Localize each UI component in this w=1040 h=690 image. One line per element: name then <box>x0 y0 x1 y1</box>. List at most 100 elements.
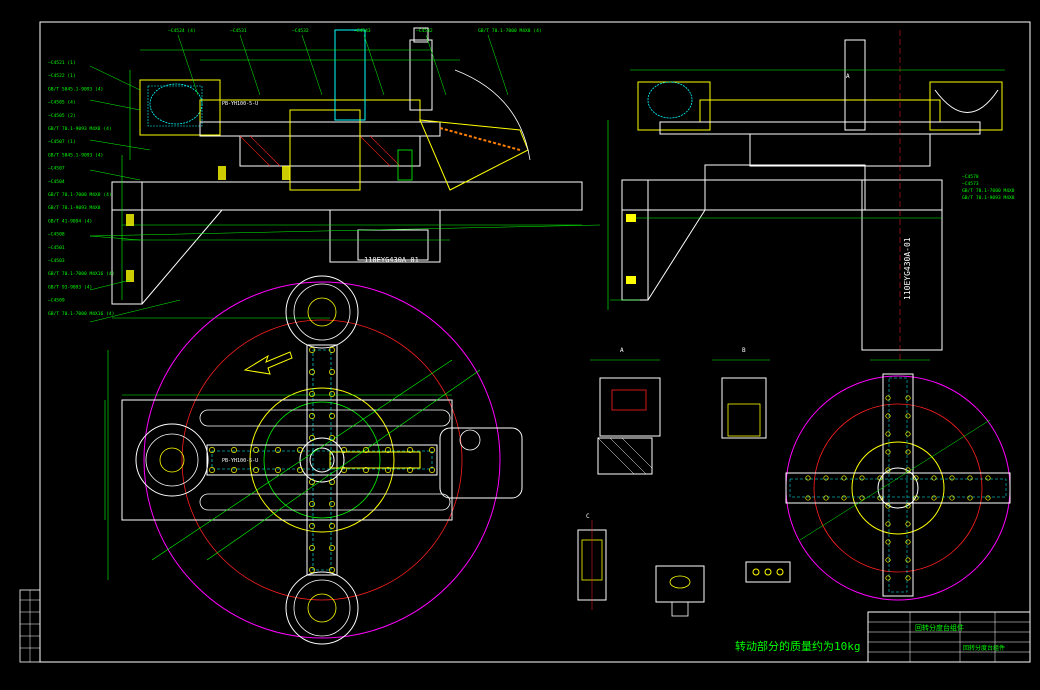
bolt-hole <box>275 447 281 453</box>
bolt-hole <box>329 567 335 573</box>
top-callout-leaders <box>177 34 509 96</box>
bolt-hole <box>885 557 891 563</box>
bolt-hole <box>309 413 315 419</box>
bolt-hole <box>329 347 335 353</box>
bolt-hole <box>407 467 413 473</box>
callout-label-left: —C4508 <box>48 232 65 238</box>
bolt-hole <box>905 431 911 437</box>
callout-leader-top <box>239 34 261 96</box>
bolt-hole <box>985 475 991 481</box>
bolt-hole <box>309 479 315 485</box>
side-section-view: 110EYG430A-01 A <box>607 30 1005 360</box>
callout-label-left: GB/T 41-9094 (4) <box>48 218 92 224</box>
bolt-hole <box>905 395 911 401</box>
callout-label-left: GB/T 70.1-7000 M4X16 (4) <box>48 271 114 277</box>
margin-table-lines <box>20 590 40 662</box>
callout-label-left: —C4501 <box>48 245 65 251</box>
callout-label-right: GB/T 70.1-9093 M4X8 <box>962 195 1015 201</box>
bolt-hole <box>905 575 911 581</box>
bolt-hole <box>885 539 891 545</box>
bolt-hole <box>309 347 315 353</box>
bolt-hole <box>877 495 883 501</box>
callout-label-left: —C4507 (1) <box>48 139 76 145</box>
bolt-hole <box>967 495 973 501</box>
bolt-hole <box>329 369 335 375</box>
callout-label-left: GB/T 5845.1-9093 (4) <box>48 152 103 158</box>
bolt-hole <box>805 475 811 481</box>
title-drawing-code: 回转分度台组件 <box>963 644 1005 652</box>
bolt-hole <box>363 467 369 473</box>
front-part-no: 110EYG430A-01 <box>364 256 419 264</box>
bolt-hole <box>407 447 413 453</box>
bolt-hole <box>329 391 335 397</box>
callout-label-left: —C4521 (1) <box>48 60 76 66</box>
callout-leader-top <box>363 34 385 96</box>
bolt-hole <box>949 495 955 501</box>
bolt-hole <box>385 447 391 453</box>
bolt-hole <box>429 467 435 473</box>
detail-view-e <box>745 561 791 583</box>
bolt-hole <box>885 521 891 527</box>
callout-label-left: GB/T 70.1-7000 M4X8 (4) <box>48 192 112 198</box>
bolt-hole <box>275 467 281 473</box>
bolt-hole <box>859 475 865 481</box>
bolt-hole <box>823 495 829 501</box>
weight-note: 转动部分的质量约为10kg <box>735 639 861 653</box>
bolt-hole <box>905 503 911 509</box>
callout-label-left: —C4509 <box>48 298 65 304</box>
bolt-hole <box>885 395 891 401</box>
callout-leader-top <box>425 34 447 96</box>
bolt-holes-large <box>209 347 435 573</box>
bolt-hole <box>905 449 911 455</box>
bolt-hole <box>363 447 369 453</box>
callout-label-right: —C4573 <box>962 181 979 187</box>
callout-label-left: —C4505 (2) <box>48 113 76 119</box>
callout-label-left: —C4503 <box>48 258 65 264</box>
front-pn-label: PB-YH100-5-U <box>222 101 258 107</box>
bolt-hole <box>885 575 891 581</box>
bolt-hole <box>931 475 937 481</box>
callout-leader-top <box>487 34 509 96</box>
front-section-view: 110EYG430A-01 PB-YH100-5-U <box>111 27 583 319</box>
bolt-hole <box>823 475 829 481</box>
callout-label-left: GB/T 70.1-9093 M4X8 (4) <box>48 126 112 132</box>
bolt-hole <box>209 447 215 453</box>
bolt-hole <box>341 467 347 473</box>
bolt-hole <box>905 539 911 545</box>
bolt-hole <box>209 467 215 473</box>
bolt-hole <box>309 523 315 529</box>
detail-a-label: A <box>620 347 624 354</box>
bolt-hole <box>913 495 919 501</box>
title-drawing-name: 回转分度台组件 <box>915 623 964 632</box>
callout-leader-top <box>177 34 199 96</box>
callout-label-right: GB/T 70.1-7000 M4X8 <box>962 188 1015 194</box>
side-part-no: 110EYG430A-01 <box>903 237 912 300</box>
callout-label-top: —C4542 <box>416 28 433 34</box>
bolt-hole <box>429 447 435 453</box>
plan-view-small <box>785 359 1011 601</box>
bolt-hole <box>385 467 391 473</box>
bolt-hole <box>329 435 335 441</box>
bolt-hole <box>309 435 315 441</box>
bolt-hole <box>309 501 315 507</box>
callout-label-top: —C4524 (4) <box>168 28 196 34</box>
bolt-hole <box>329 545 335 551</box>
bolt-hole <box>905 521 911 527</box>
bolt-hole <box>931 495 937 501</box>
callout-label-top: —C4543 <box>354 28 371 34</box>
sheet-border <box>39 21 1031 663</box>
callout-label-top: GB/T 70.1-7000 M4X8 (4) <box>478 28 542 34</box>
detail-view-d <box>655 565 705 617</box>
bolt-hole <box>859 495 865 501</box>
bolt-hole <box>885 503 891 509</box>
plan-pn-label: PB-YH100-5-U <box>222 458 258 464</box>
bolt-hole <box>329 479 335 485</box>
bolt-hole <box>905 413 911 419</box>
callout-label-left: —C4507 <box>48 166 65 172</box>
detail-view-b: B <box>712 347 770 439</box>
bolt-hole <box>309 391 315 397</box>
bolt-hole <box>949 475 955 481</box>
